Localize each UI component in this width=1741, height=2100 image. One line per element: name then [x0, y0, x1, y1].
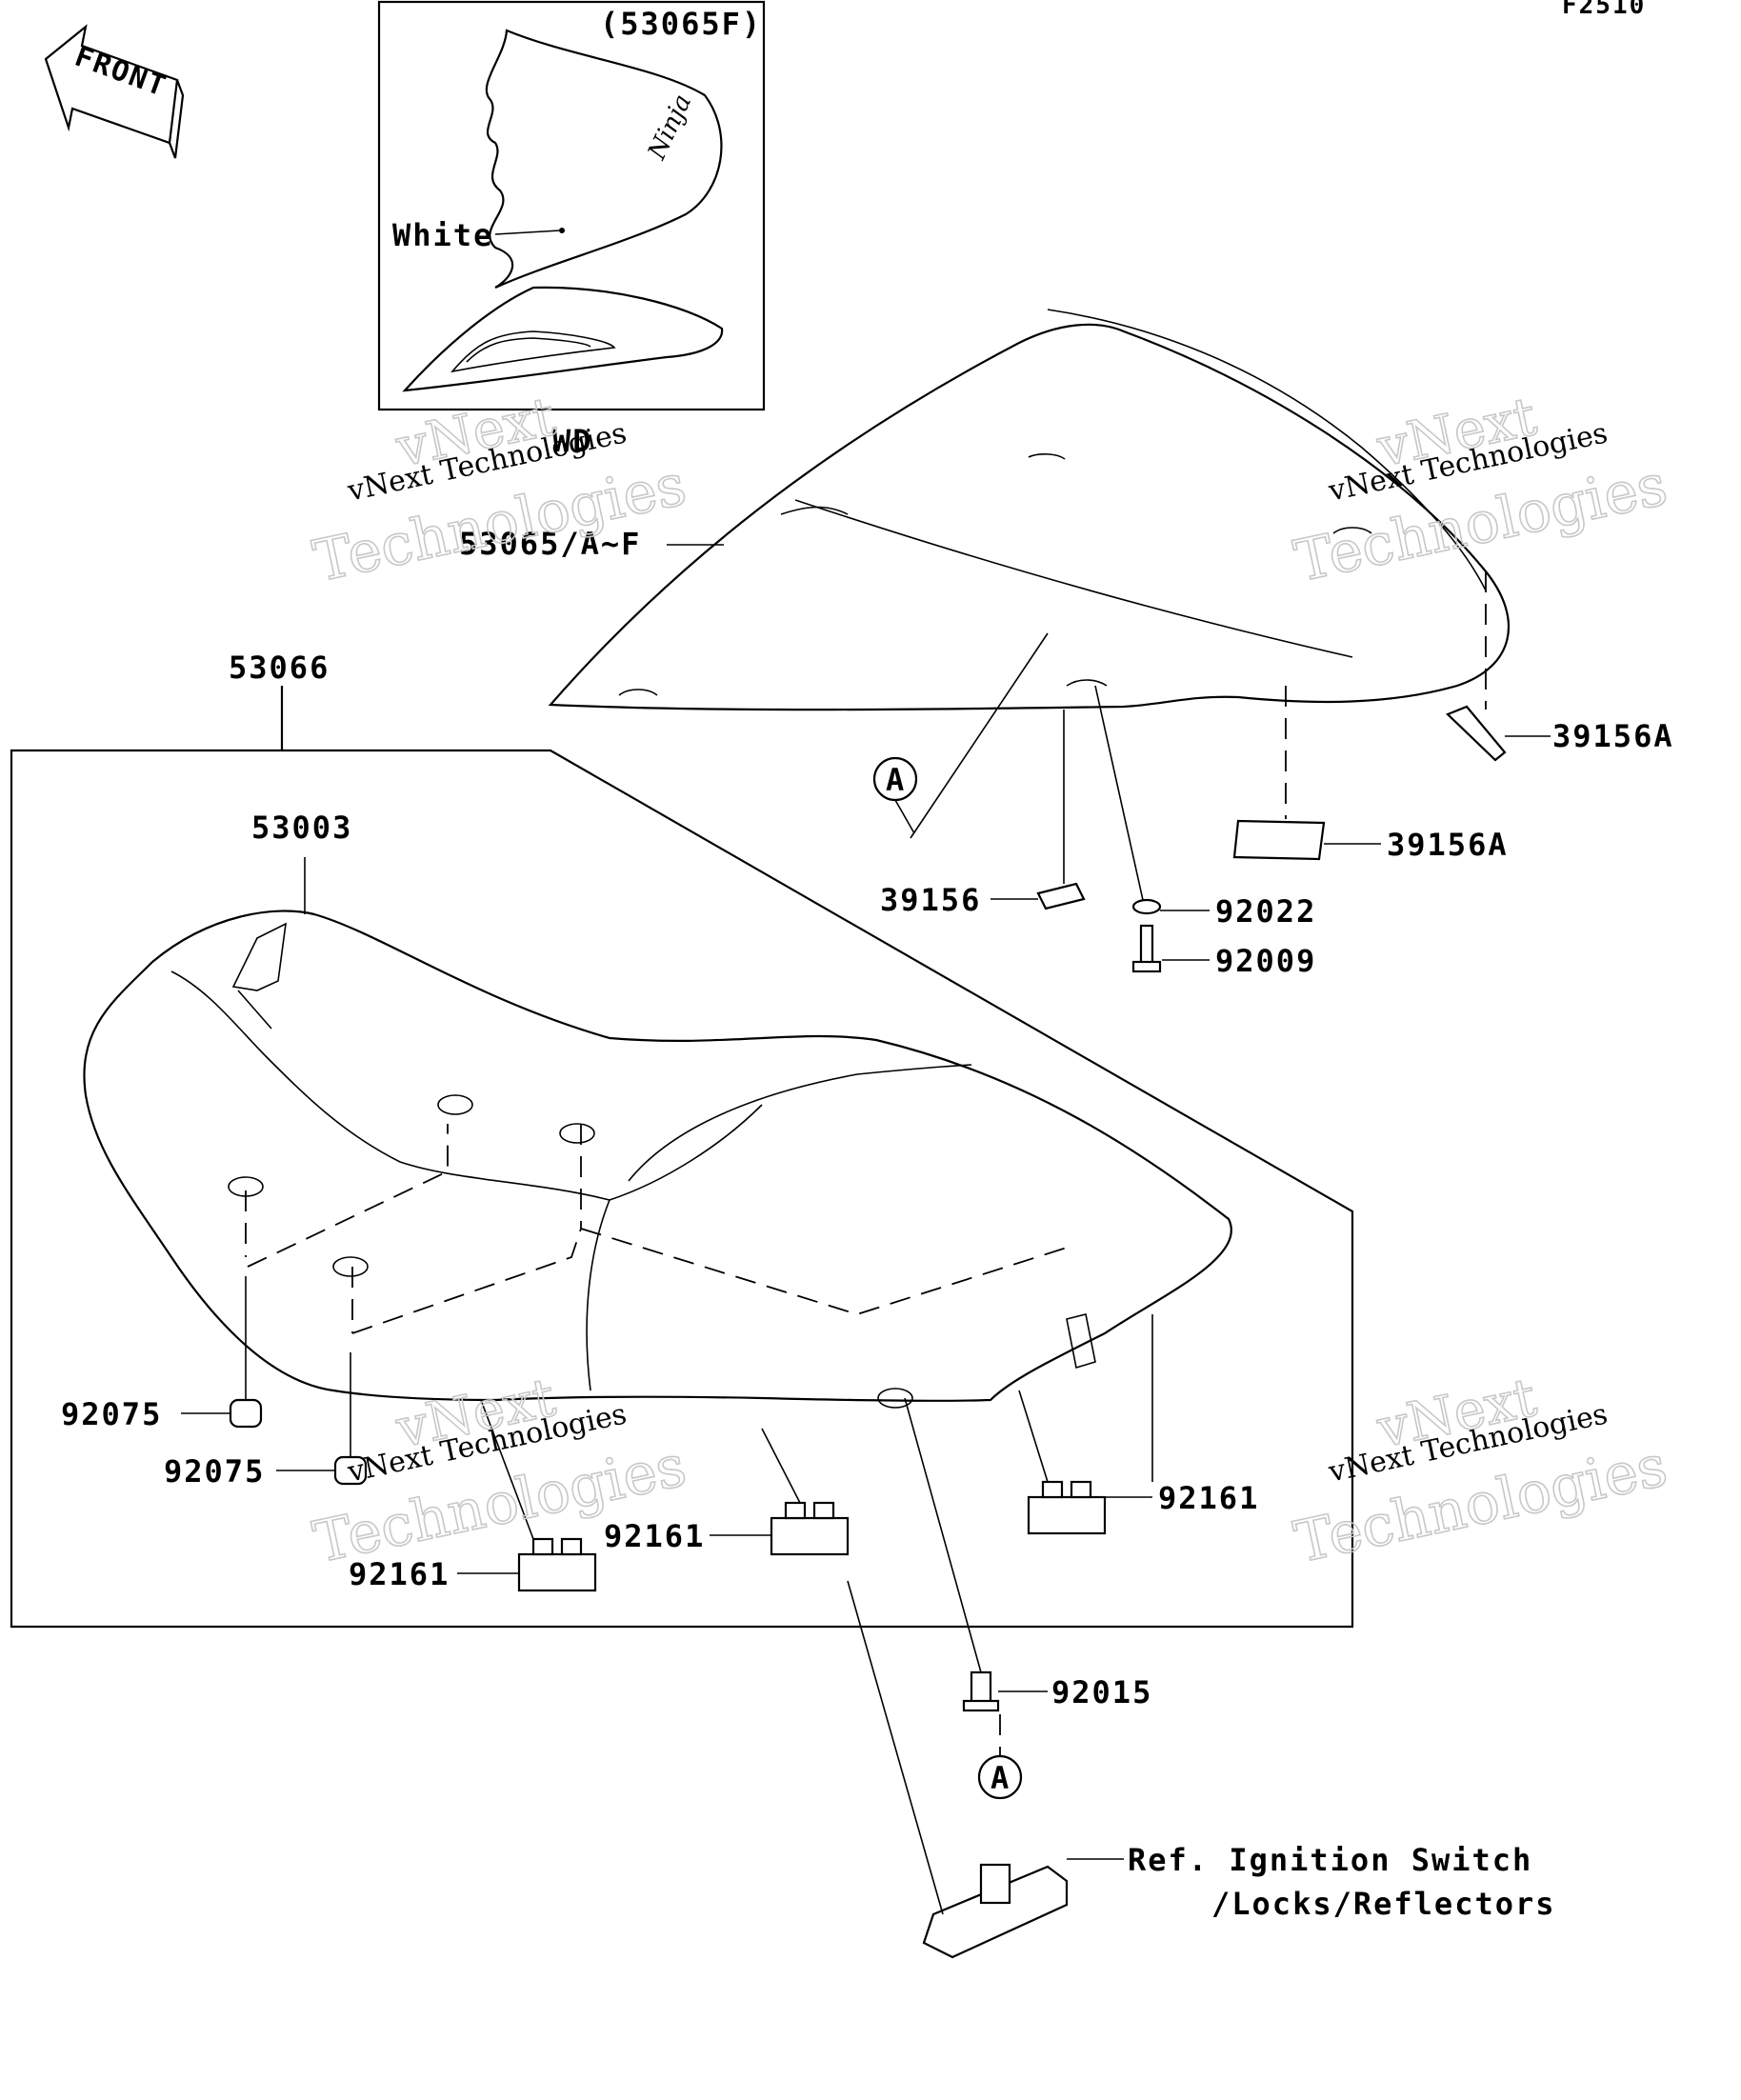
watermark-4: vNext vNext Technologies Technologies	[1289, 1366, 1674, 1577]
part-92009-icon	[1131, 924, 1162, 973]
part-39156-icon	[1036, 710, 1086, 910]
part-92015-icon	[904, 1397, 1000, 1712]
lock-bracket-icon	[847, 1580, 1069, 1959]
seat-53003	[83, 910, 1232, 1409]
label-39156A-mid: 39156A	[1387, 827, 1509, 863]
leader-lines	[181, 544, 1551, 1860]
label-39156A-top: 39156A	[1552, 718, 1674, 754]
label-92015: 92015	[1051, 1674, 1152, 1710]
part-39156A-mid-icon	[1232, 686, 1326, 861]
label-92022: 92022	[1215, 893, 1316, 930]
label-92075-a: 92075	[61, 1396, 162, 1432]
label-ref-line1: Ref. Ignition Switch	[1128, 1842, 1532, 1878]
label-92161-c: 92161	[1158, 1480, 1259, 1516]
figure-code: F2510	[1562, 0, 1646, 20]
label-39156: 39156	[880, 882, 981, 918]
inset-color-label: White	[392, 217, 493, 253]
seat-cowl-53065	[548, 309, 1510, 711]
label-53066: 53066	[229, 650, 330, 686]
part-92161-c-icon	[1018, 1314, 1153, 1535]
front-arrow-label: FRONT	[70, 40, 171, 104]
label-ref-line2: /Locks/Reflectors	[1211, 1886, 1556, 1922]
svg-text:A: A	[886, 762, 906, 798]
inset-part-code: (53065F)	[600, 6, 762, 42]
label-92161-a: 92161	[349, 1556, 450, 1592]
label-92075-b: 92075	[164, 1453, 265, 1490]
label-53065: 53065/A~F	[459, 526, 641, 562]
part-92022-icon	[1094, 685, 1162, 915]
part-92075-a-icon	[229, 1276, 263, 1429]
reference-marker-upper: A	[872, 632, 1049, 839]
part-39156A-top-icon	[1446, 571, 1507, 762]
label-92161-b: 92161	[604, 1518, 705, 1554]
inset-logo: Ninja	[643, 90, 698, 165]
part-92161-a-icon	[480, 1399, 597, 1592]
label-53003: 53003	[251, 810, 352, 846]
part-92161-b-icon	[761, 1428, 850, 1556]
front-arrow-icon: FRONT	[44, 24, 185, 159]
inset-53065f: (53065F) Ninja White	[377, 0, 766, 411]
svg-text:A: A	[991, 1760, 1011, 1796]
label-92009: 92009	[1215, 943, 1316, 979]
inset-variant-label: WD	[552, 423, 593, 459]
reference-marker-lower: A	[977, 1714, 1023, 1800]
